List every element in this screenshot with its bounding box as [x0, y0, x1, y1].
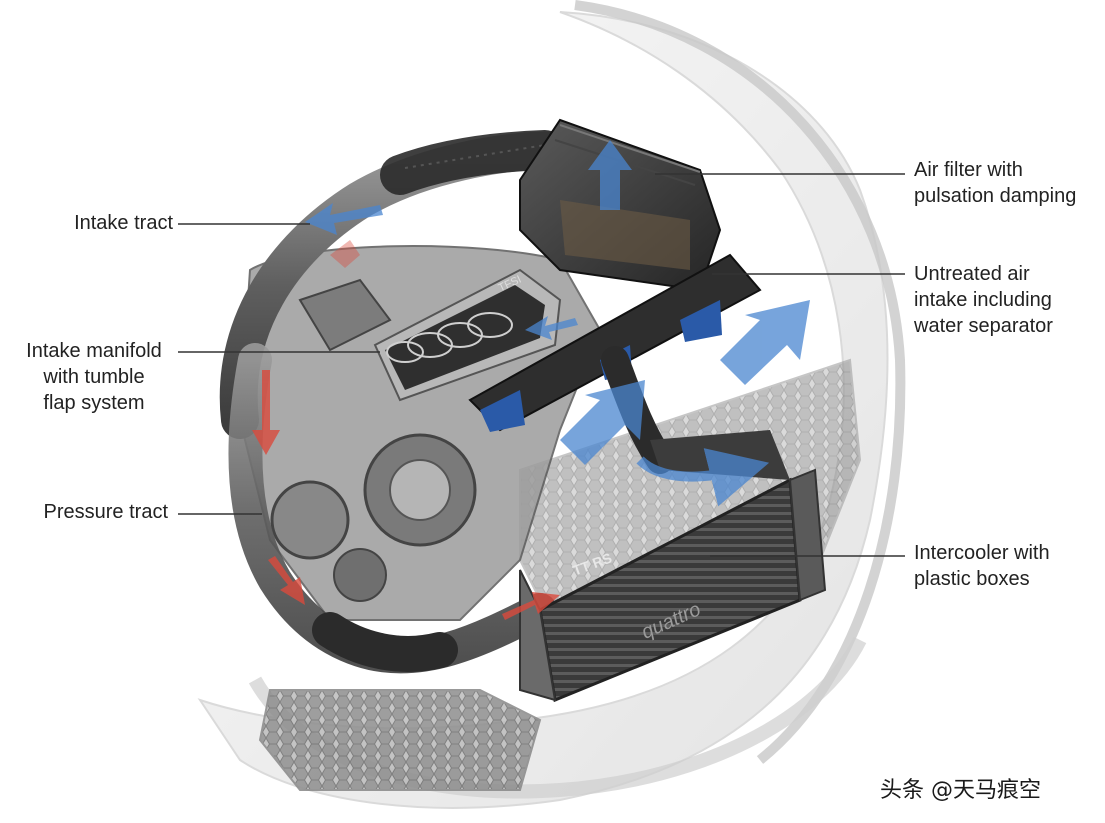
- label-pressure-tract: Pressure tract: [43, 501, 168, 523]
- label-untreated-air: Untreated air intake including water sep…: [914, 263, 1053, 337]
- intake-tract-pipe: [219, 130, 579, 439]
- label-intake-tract: Intake tract: [74, 212, 173, 234]
- label-intake-manifold: Intake manifold with tumble flap system: [26, 340, 162, 414]
- intake-manifold: [298, 268, 562, 402]
- callout-lines: [178, 173, 905, 557]
- pressure-tract-pipe: [228, 343, 557, 674]
- hot-air-arrows: [252, 240, 560, 620]
- label-air-filter: Air filter with pulsation damping: [914, 159, 1077, 207]
- label-intercooler: Intercooler with plastic boxes: [914, 542, 1050, 590]
- watermark: 头条 @天马痕空: [880, 778, 1041, 803]
- cold-air-arrows: [305, 140, 810, 507]
